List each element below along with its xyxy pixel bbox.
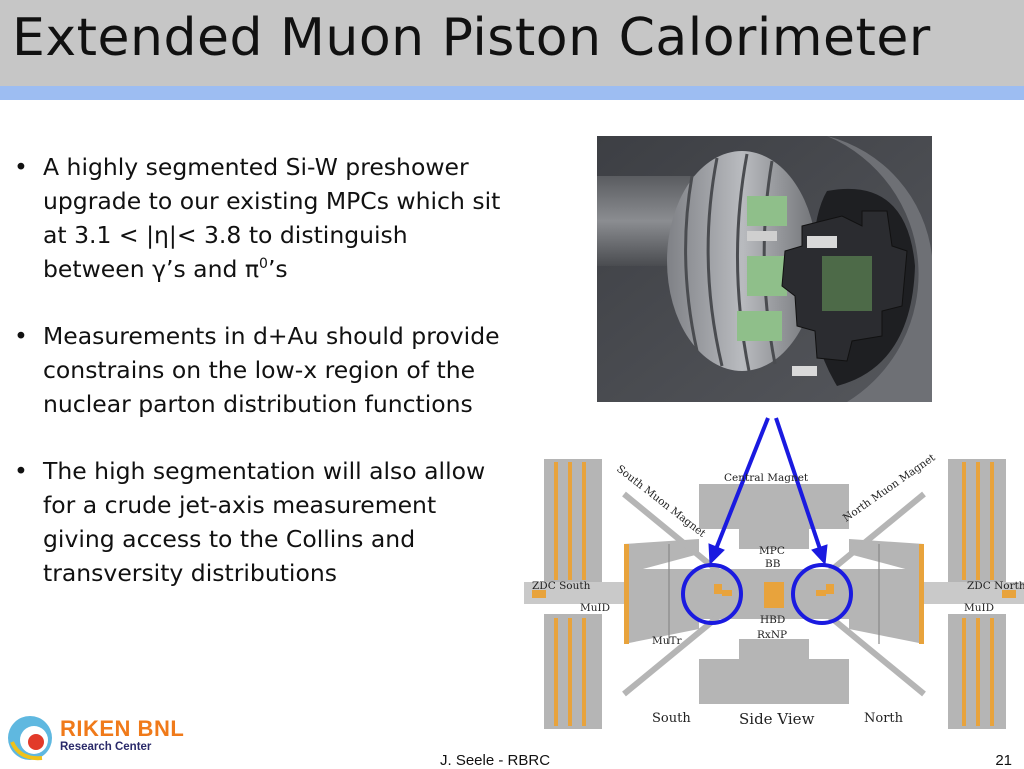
label-mpc: MPC <box>759 545 785 557</box>
bullet-item-preshower: • A highly segmented Si-W preshower upgr… <box>12 150 512 286</box>
detector-render-image <box>597 136 932 402</box>
label-muid-north: MuID <box>964 602 994 614</box>
bullet-symbol: • <box>14 153 28 181</box>
label-north: North <box>864 711 904 726</box>
label-muid-south: MuID <box>580 602 610 614</box>
label-rxnp: RxNP <box>757 629 787 641</box>
bullet-item-segmentation: • The high segmentation will also allow … <box>12 454 512 590</box>
bullet-text: A highly segmented Si-W preshower upgrad… <box>43 153 501 283</box>
label-hbd: HBD <box>760 614 785 626</box>
slide-title: Extended Muon Piston Calorimeter <box>12 8 931 68</box>
bullet-symbol: • <box>14 457 28 485</box>
pi-superscript: 0 <box>259 256 268 273</box>
label-north-muon-magnet: North Muon Magnet <box>841 451 938 524</box>
page-number: 21 <box>995 752 1012 769</box>
logo-subtitle: Research Center <box>60 741 152 753</box>
bullet-text: The high segmentation will also allow fo… <box>43 457 486 587</box>
label-south: South <box>652 711 691 726</box>
bullet-text-suffix: ’s <box>267 255 288 283</box>
bullet-symbol: • <box>14 322 28 350</box>
label-side-view: Side View <box>739 710 815 728</box>
label-mutr: MuTr <box>652 635 683 647</box>
bullet-text: Measurements in d+Au should provide cons… <box>43 322 500 418</box>
footer-author: J. Seele - RBRC <box>440 752 551 769</box>
label-zdc-south: ZDC South <box>532 580 591 592</box>
label-bb: BB <box>765 558 781 570</box>
logo-name: RIKEN BNL <box>60 716 185 741</box>
bullet-list: • A highly segmented Si-W preshower upgr… <box>12 150 512 623</box>
riken-bnl-logo <box>8 716 52 761</box>
bullet-item-dau: • Measurements in d+Au should provide co… <box>12 319 512 421</box>
label-south-muon-magnet: South Muon Magnet <box>614 463 708 540</box>
title-accent-stripe <box>0 86 1024 100</box>
title-bar <box>0 0 1024 88</box>
label-zdc-north: ZDC North <box>967 580 1024 592</box>
phenix-side-view-diagram: South Muon Magnet Central Magnet North M… <box>524 417 1024 729</box>
label-central-magnet: Central Magnet <box>724 472 809 484</box>
